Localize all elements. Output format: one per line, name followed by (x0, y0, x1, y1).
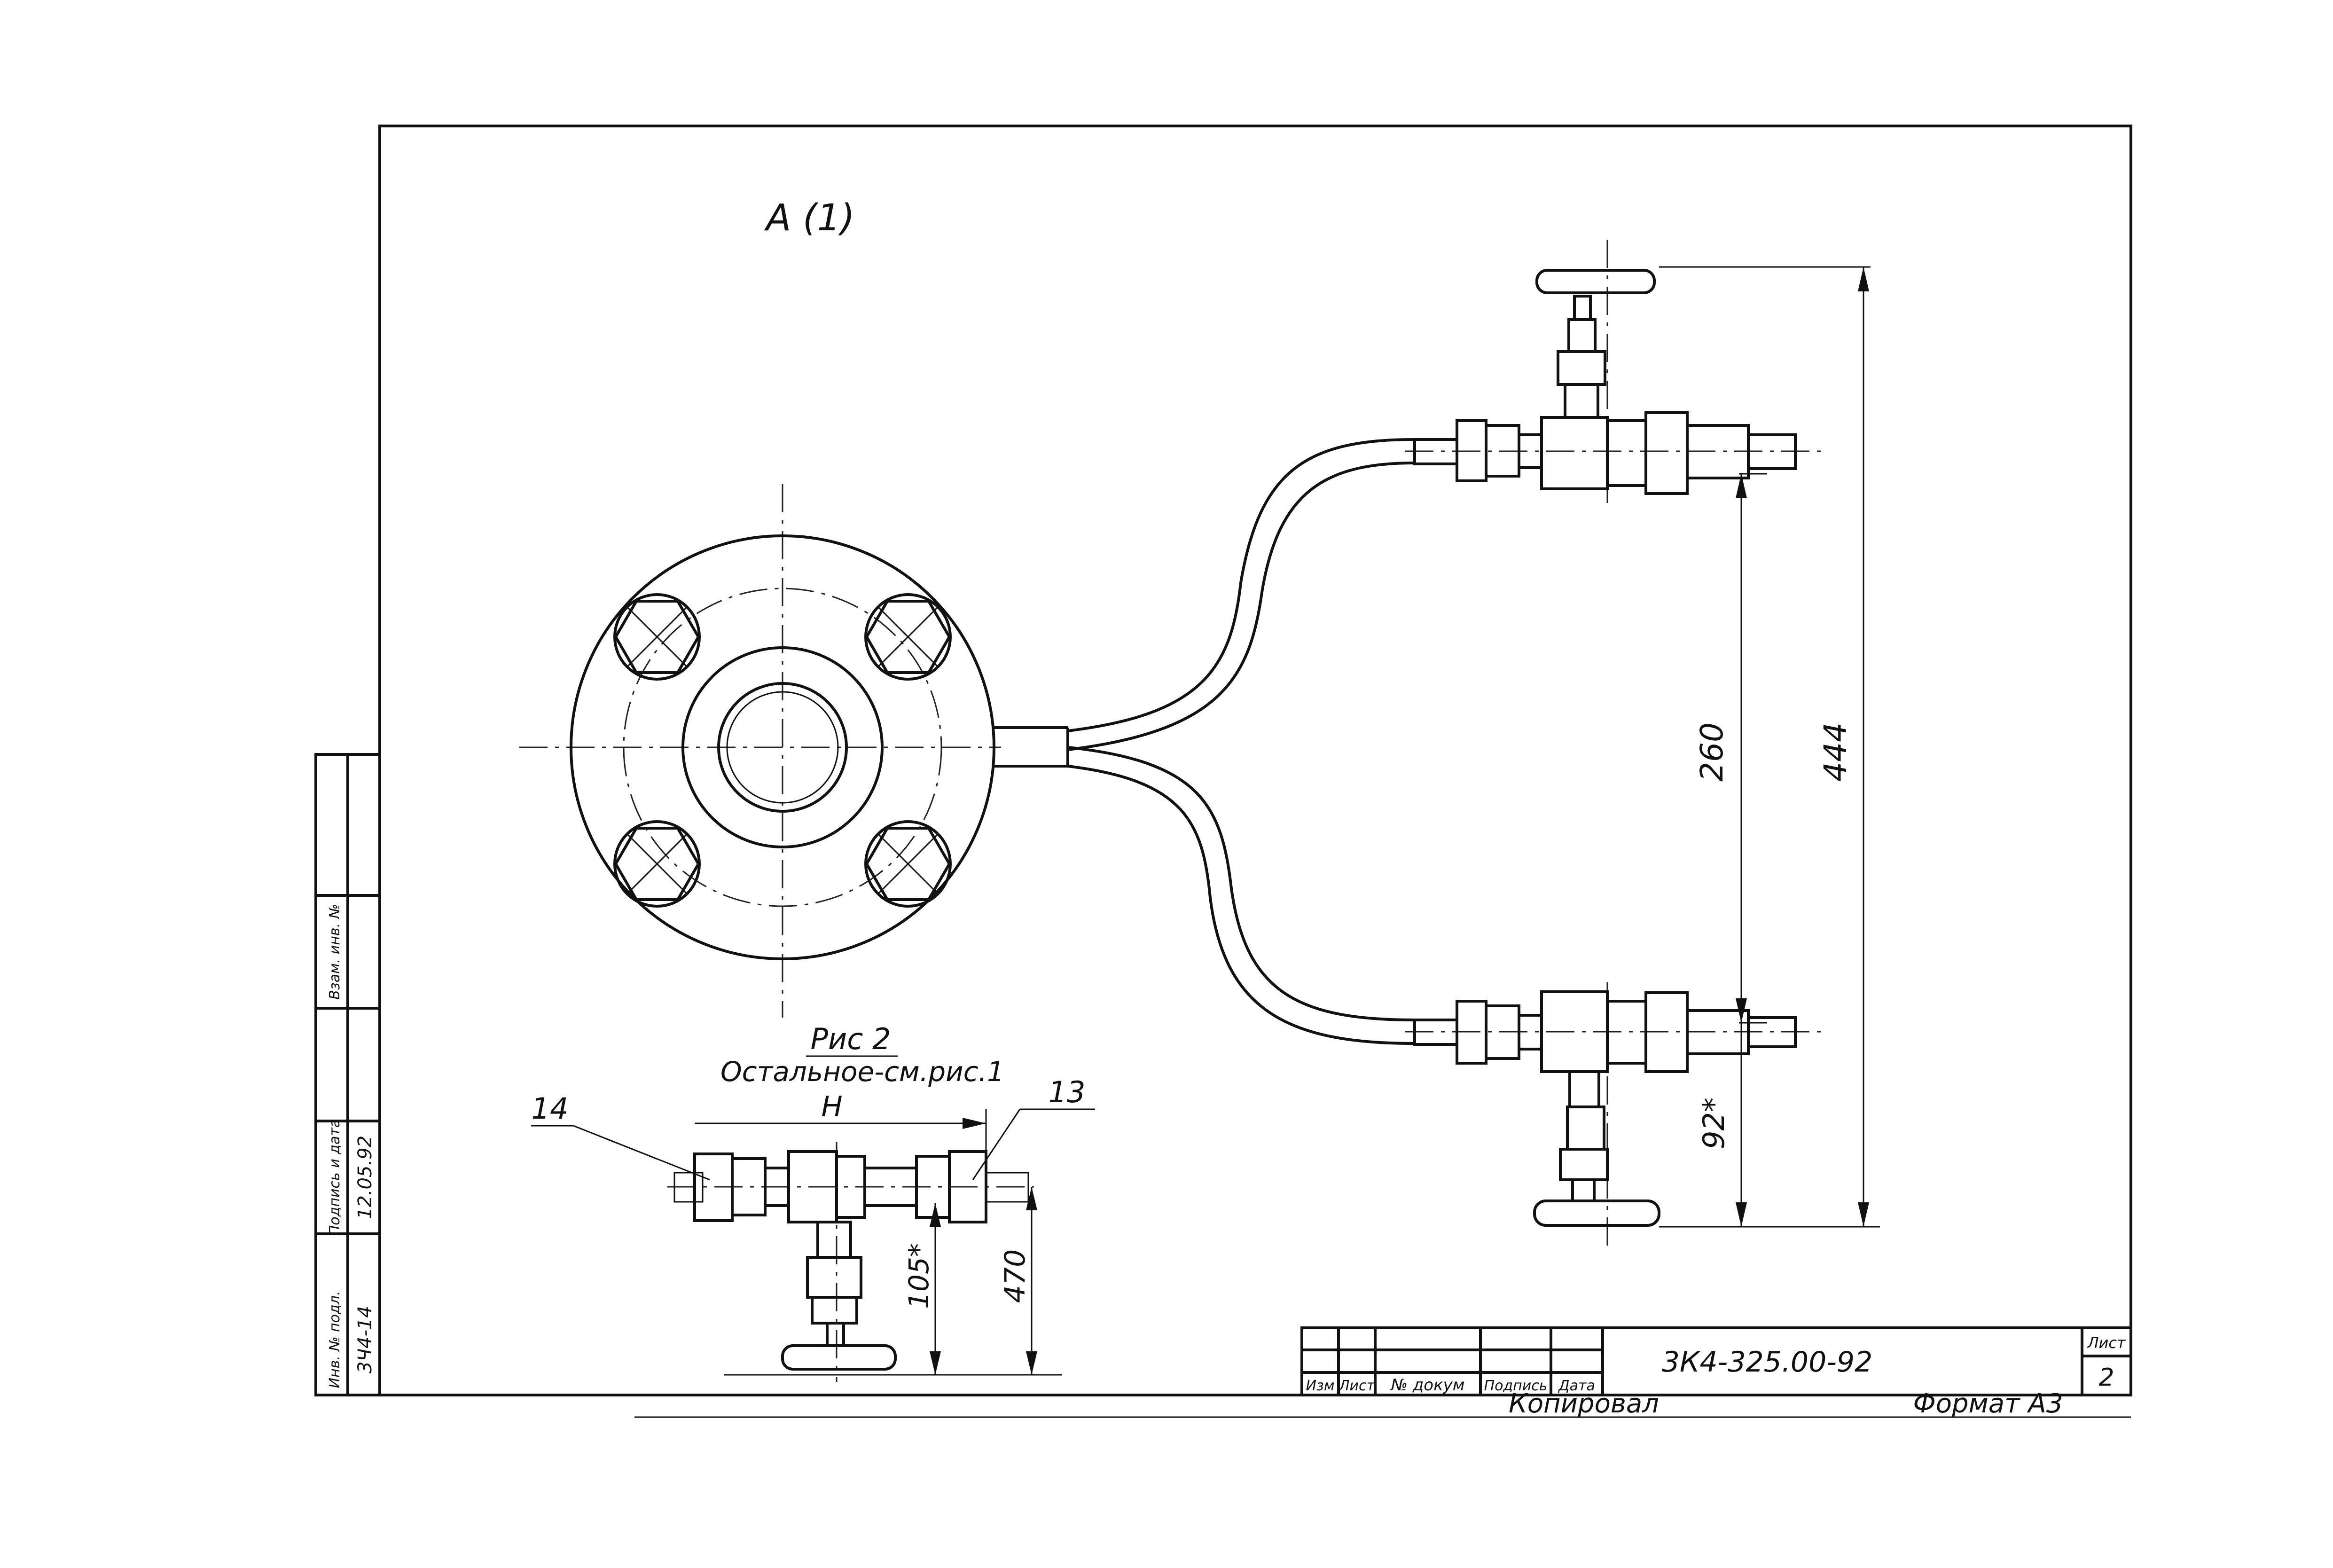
callout-14: 14 (532, 1091, 569, 1126)
stamp-field-replacement: Взам. инв. № (327, 904, 343, 1000)
figure-title: Рис 2 (811, 1022, 891, 1056)
sheet-label: Лист (2087, 1334, 2126, 1352)
title-block (1300, 1326, 2132, 1396)
figure-subtitle: Остальное-см.рис.1 (720, 1056, 1004, 1088)
dimension-105: 105* (903, 1243, 935, 1309)
footer-copied: Копировал (1509, 1388, 1659, 1419)
dimensions-right (1659, 266, 1880, 1228)
stamp-value-date: 12.05.92 (354, 1136, 376, 1219)
stamp-value-inventory: 3Ч4-14 (354, 1306, 376, 1373)
upper-valve-assembly (1405, 240, 1828, 510)
bolt-nut-bottom-right (866, 822, 950, 906)
lower-valve-assembly (1405, 982, 1828, 1250)
impulse-pipes (994, 438, 1415, 1045)
flange (519, 484, 1001, 1018)
bolt-nut-bottom-left (615, 822, 699, 906)
callout-13: 13 (1049, 1075, 1086, 1109)
title-block-header-sheet: Лист (1339, 1378, 1376, 1394)
bolt-nut-top-right (866, 595, 950, 679)
title-block-header-date: Дата (1558, 1378, 1595, 1394)
footer-format: Формат А3 (1913, 1388, 2063, 1419)
dimension-h: Н (821, 1090, 842, 1123)
drawing-designation: 3К4-325.00-92 (1662, 1346, 1873, 1379)
dimension-444: 444 (1817, 722, 1854, 782)
view-label: А (1) (764, 197, 855, 239)
sheet-number: 2 (2098, 1364, 2114, 1392)
title-block-header-change: Изм (1306, 1378, 1334, 1394)
stamp-field-inventory: Инв. № подл. (327, 1291, 343, 1388)
title-block-header-signature: Подпись (1484, 1378, 1548, 1394)
dimension-470: 470 (999, 1249, 1032, 1303)
bolt-nut-top-left (615, 595, 699, 679)
side-stamp (314, 753, 381, 1396)
title-block-header-document: № докум (1390, 1376, 1465, 1395)
figure-2-drawing (531, 1108, 1095, 1382)
stamp-field-signature-date: Подпись и дата (327, 1119, 343, 1236)
dimension-92: 92* (1697, 1098, 1731, 1149)
dimension-260: 260 (1694, 722, 1730, 782)
